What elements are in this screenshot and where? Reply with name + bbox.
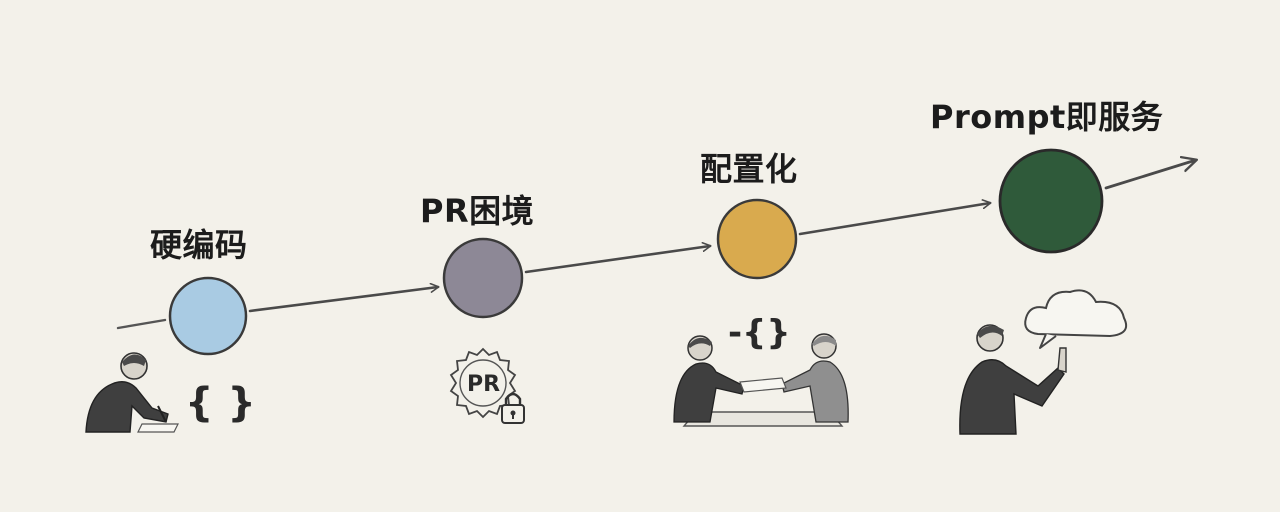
- timeline-arrows: [116, 160, 1196, 330]
- stage-nodes: [168, 148, 1104, 356]
- person-cloud-icon: [959, 289, 1128, 435]
- stage-node-pr-dilemma: [442, 237, 524, 319]
- svg-text:PR: PR: [467, 372, 500, 397]
- stage-label-pr-dilemma: PR困境: [420, 192, 535, 230]
- config-braces-caption: -{}: [728, 313, 791, 353]
- stage-node-configuration: [716, 198, 798, 280]
- cloud-icon: [1024, 289, 1128, 349]
- arrow-final: [1104, 160, 1196, 190]
- stage-label-configuration: 配置化: [700, 150, 798, 188]
- arrow-stage1-to-stage2: [248, 287, 438, 313]
- stage-node-hardcoded: [168, 276, 248, 356]
- pr-lock-badge-icon: PR: [449, 347, 525, 424]
- arrow-stage2-to-stage3: [524, 246, 710, 274]
- handshake-meeting-icon: [673, 333, 849, 427]
- braces-caption: { }: [185, 380, 256, 426]
- lock-icon: [501, 392, 525, 424]
- person-writing-icon: [85, 352, 179, 433]
- stage-label-prompt-as-service: Prompt即服务: [930, 98, 1164, 136]
- stage-node-prompt-as-service: [998, 148, 1104, 254]
- arrow-stage3-to-stage4: [798, 203, 990, 236]
- arrow-lead-in: [116, 318, 167, 330]
- stage-label-hardcoded: 硬编码: [150, 226, 248, 264]
